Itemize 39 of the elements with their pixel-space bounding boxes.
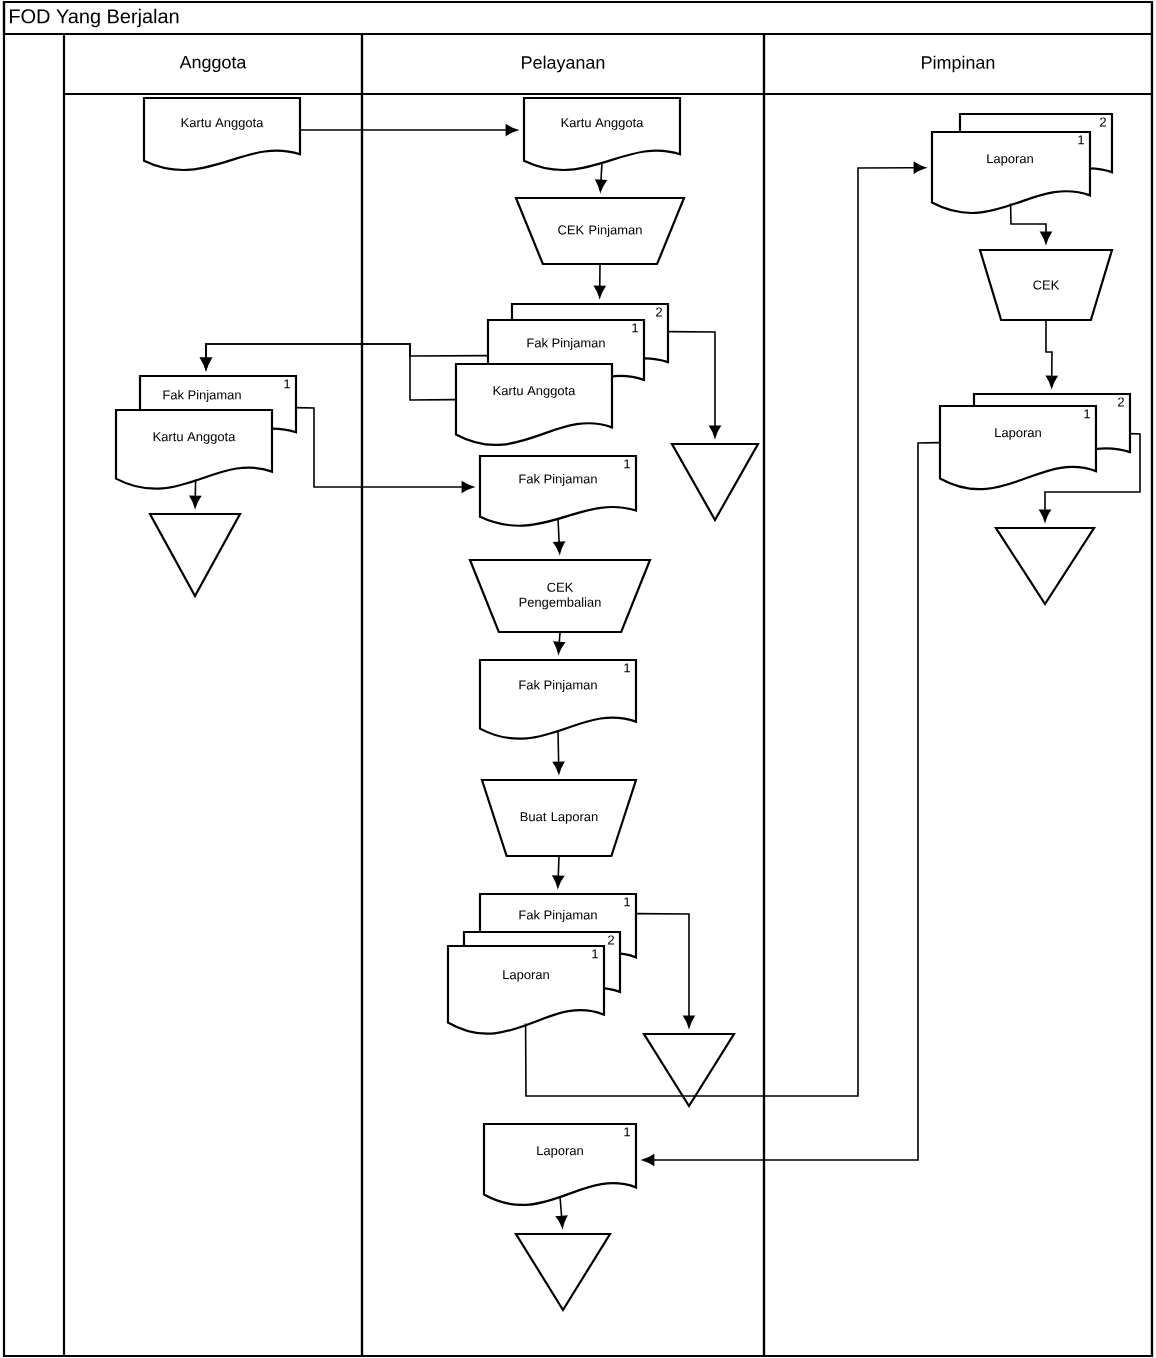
arrow (553, 517, 565, 554)
lane-header: Pelayanan (522, 55, 605, 73)
document-shape (522, 96, 682, 171)
manual-operation-shape (978, 248, 1114, 322)
arrow (552, 855, 564, 888)
arrow (1009, 202, 1052, 244)
document-shape (478, 658, 638, 740)
document-shape (446, 892, 638, 1035)
swimlane (360, 32, 766, 1358)
title-bar: FOD Yang Berjalan (2, 0, 1154, 36)
document-shape (142, 96, 302, 171)
arrow (1039, 432, 1141, 522)
arrow (594, 263, 606, 298)
arrow (294, 406, 474, 493)
lane-header: Pimpinan (922, 55, 995, 73)
arrow (524, 161, 926, 1097)
arrow (299, 124, 518, 136)
lane-header: Anggota (179, 56, 247, 73)
manual-operation-shape (480, 778, 638, 858)
arrow (553, 631, 565, 654)
manual-operation-shape (468, 558, 652, 634)
swimlane (62, 32, 364, 1358)
arrow (642, 441, 941, 1166)
swimlane (762, 32, 1154, 1358)
arrow (555, 1195, 568, 1228)
document-shape (482, 1122, 638, 1206)
document-shape (478, 454, 638, 527)
manual-operation-shape (514, 196, 686, 266)
arrow (1045, 319, 1058, 388)
arrow (189, 478, 202, 508)
arrow (552, 729, 565, 774)
arrow (634, 912, 695, 1028)
arrow (595, 161, 607, 192)
document-shape (938, 392, 1132, 491)
arrow (666, 330, 721, 438)
document-shape (114, 374, 298, 490)
arrow (200, 343, 457, 401)
document-shape (454, 302, 670, 446)
document-shape (930, 112, 1114, 214)
